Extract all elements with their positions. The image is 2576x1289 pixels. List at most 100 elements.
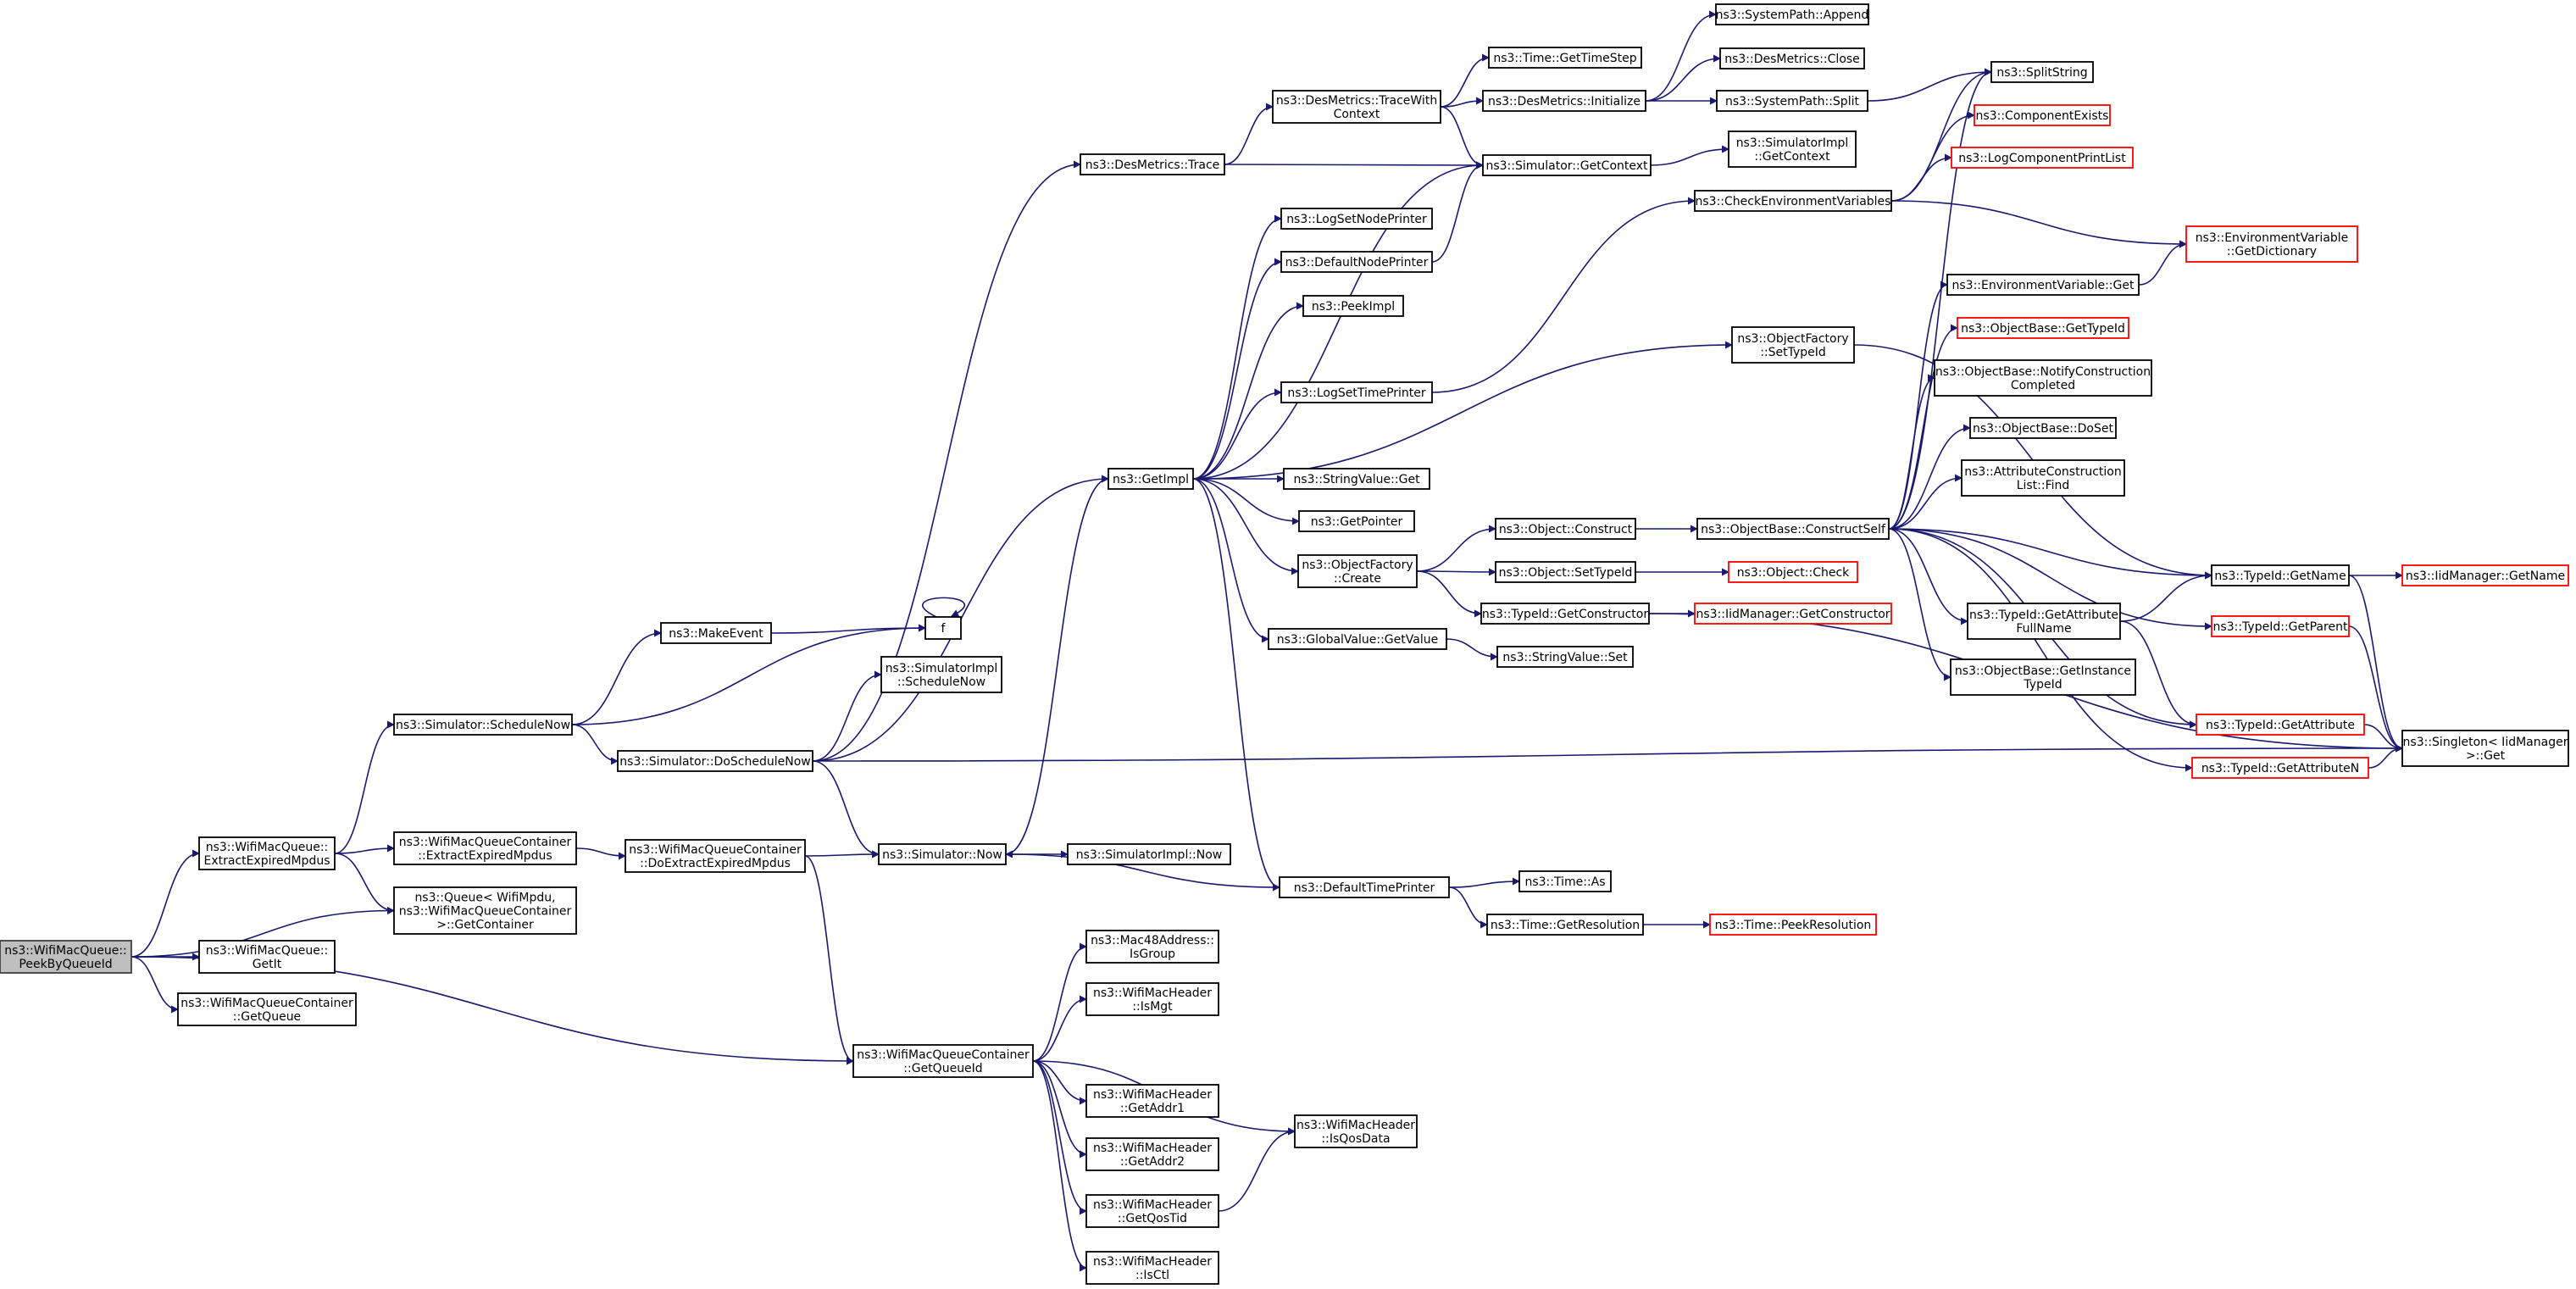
node-singleton-get[interactable]: ns3::Singleton< IidManager>::Get <box>2401 730 2569 767</box>
node-des-initialize[interactable]: ns3::DesMetrics::Initialize <box>1482 90 1646 112</box>
node-get-addr2[interactable]: ns3::WifiMacHeader::GetAddr2 <box>1085 1137 1219 1171</box>
edge-do-schedule-now-to-singleton-get <box>812 744 2403 762</box>
node-global-value-get-value[interactable]: ns3::GlobalValue::GetValue <box>1268 628 1447 650</box>
node-label: ::SetTypeId <box>1760 346 1826 359</box>
node-obj-factory-create[interactable]: ns3::ObjectFactory::Create <box>1297 554 1418 588</box>
node-box <box>2191 757 2369 779</box>
node-des-close[interactable]: ns3::DesMetrics::Close <box>1719 47 1865 69</box>
edge-do-extract-to-get-queue-id <box>804 855 854 1065</box>
node-label: ns3::GlobalValue::GetValue <box>1277 633 1438 647</box>
node-get-it[interactable]: ns3::WifiMacQueue::GetIt <box>198 940 336 974</box>
node-obj-base-notify[interactable]: ns3::ObjectBase::NotifyConstructionCompl… <box>1934 359 2152 397</box>
node-is-qos-data[interactable]: ns3::WifiMacHeader::IsQosData <box>1294 1114 1418 1148</box>
node-check-env-vars[interactable]: ns3::CheckEnvironmentVariables <box>1694 190 1892 212</box>
node-box <box>1298 510 1415 532</box>
node-get-pointer[interactable]: ns3::GetPointer <box>1298 510 1415 532</box>
node-is-group[interactable]: ns3::Mac48Address::IsGroup <box>1085 930 1219 964</box>
node-is-ctl[interactable]: ns3::WifiMacHeader::IsCtl <box>1085 1251 1219 1285</box>
node-log-set-node-printer[interactable]: ns3::LogSetNodePrinter <box>1280 208 1433 230</box>
node-peek-impl[interactable]: ns3::PeekImpl <box>1302 295 1404 317</box>
node-env-var-get-dictionary[interactable]: ns3::EnvironmentVariable::GetDictionary <box>2185 225 2358 263</box>
node-container-extract[interactable]: ns3::WifiMacQueueContainer::ExtractExpir… <box>393 831 577 865</box>
node-do-extract[interactable]: ns3::WifiMacQueueContainer::DoExtractExp… <box>625 839 806 873</box>
node-log-set-time-printer[interactable]: ns3::LogSetTimePrinter <box>1280 381 1433 403</box>
node-obj-base-construct-self[interactable]: ns3::ObjectBase::ConstructSelf <box>1696 518 1890 540</box>
node-peek[interactable]: ns3::WifiMacQueue::PeekByQueueId <box>0 940 132 974</box>
node-label: ns3::SplitString <box>1996 66 2087 80</box>
node-label: ns3::SimulatorImpl <box>886 662 998 675</box>
node-obj-factory-set-type-id[interactable]: ns3::ObjectFactory::SetTypeId <box>1731 326 1855 364</box>
node-env-var-get[interactable]: ns3::EnvironmentVariable::Get <box>1946 274 2140 296</box>
node-extract-expired[interactable]: ns3::WifiMacQueue::ExtractExpiredMpdus <box>198 836 336 870</box>
edge-schedule-now-to-do-schedule-now <box>571 724 619 765</box>
node-obj-base-do-set[interactable]: ns3::ObjectBase::DoSet <box>1969 417 2117 439</box>
node-des-trace[interactable]: ns3::DesMetrics::Trace <box>1080 153 1225 175</box>
node-schedule-now[interactable]: ns3::Simulator::ScheduleNow <box>393 714 573 736</box>
node-default-time-printer[interactable]: ns3::DefaultTimePrinter <box>1279 876 1450 898</box>
node-box <box>1283 468 1430 490</box>
node-make-event[interactable]: ns3::MakeEvent <box>660 622 772 644</box>
node-box <box>625 839 806 873</box>
node-box <box>2401 730 2569 767</box>
node-label: ::GetAddr1 <box>1120 1102 1185 1115</box>
node-time-peek-resolution[interactable]: ns3::Time::PeekResolution <box>1709 914 1877 936</box>
node-get-queue-id[interactable]: ns3::WifiMacQueueContainer::GetQueueId <box>852 1044 1034 1078</box>
node-sim-impl-schedule-now[interactable]: ns3::SimulatorImpl::ScheduleNow <box>880 656 1002 693</box>
node-sim-get-context[interactable]: ns3::Simulator::GetContext <box>1482 154 1652 176</box>
node-sys-path-append[interactable]: ns3::SystemPath::Append <box>1715 3 1869 25</box>
node-label: ::ScheduleNow <box>897 675 985 689</box>
node-string-value-get[interactable]: ns3::StringValue::Get <box>1283 468 1430 490</box>
node-queue-get-container[interactable]: ns3::Queue< WifiMpdu,ns3::WifiMacQueueCo… <box>393 886 577 935</box>
node-type-id-get-name[interactable]: ns3::TypeId::GetName <box>2211 564 2350 586</box>
node-time-get-time-step[interactable]: ns3::Time::GetTimeStep <box>1488 47 1642 69</box>
node-sim-impl-get-context[interactable]: ns3::SimulatorImpl::GetContext <box>1728 131 1857 168</box>
node-object-construct[interactable]: ns3::Object::Construct <box>1495 518 1636 540</box>
node-box <box>878 843 1007 865</box>
edge-f-to-f <box>922 597 966 618</box>
node-time-as[interactable]: ns3::Time::As <box>1518 870 1612 892</box>
node-box <box>1482 154 1652 176</box>
node-box <box>1716 90 1868 112</box>
node-sim-impl-now[interactable]: ns3::SimulatorImpl::Now <box>1067 843 1231 865</box>
node-component-exists[interactable]: ns3::ComponentExists <box>1974 104 2111 126</box>
node-type-id-get-parent[interactable]: ns3::TypeId::GetParent <box>2211 615 2350 637</box>
node-log-component-print-list[interactable]: ns3::LogComponentPrintList <box>1951 147 2134 169</box>
edge-get-impl-to-default-time-printer <box>1192 478 1280 892</box>
node-obj-base-get-type-id[interactable]: ns3::ObjectBase::GetTypeId <box>1957 317 2129 339</box>
node-f[interactable]: f <box>924 616 962 640</box>
node-sim-now[interactable]: ns3::Simulator::Now <box>878 843 1007 865</box>
node-string-value-set[interactable]: ns3::StringValue::Set <box>1496 646 1634 668</box>
node-default-node-printer[interactable]: ns3::DefaultNodePrinter <box>1280 251 1433 273</box>
edge-get-queue-id-to-is-group <box>1032 942 1087 1062</box>
node-type-id-get-attribute-n[interactable]: ns3::TypeId::GetAttributeN <box>2191 757 2369 779</box>
node-label: ::IsCtl <box>1135 1269 1169 1282</box>
node-get-qos-tid[interactable]: ns3::WifiMacHeader::GetQosTid <box>1085 1194 1219 1228</box>
edge-schedule-now-to-f <box>571 624 926 725</box>
node-split-string[interactable]: ns3::SplitString <box>1990 61 2094 83</box>
edge-default-time-printer-to-time-as <box>1448 877 1520 888</box>
node-object-check[interactable]: ns3::Object::Check <box>1728 561 1858 583</box>
node-type-id-get-constructor[interactable]: ns3::TypeId::GetConstructor <box>1480 603 1650 625</box>
node-container-get-queue[interactable]: ns3::WifiMacQueueContainer::GetQueue <box>177 992 357 1026</box>
node-is-mgt[interactable]: ns3::WifiMacHeader::IsMgt <box>1085 982 1219 1016</box>
edge-obj-factory-create-to-object-construct <box>1416 525 1496 572</box>
node-iid-get-constructor[interactable]: ns3::IidManager::GetConstructor <box>1694 603 1892 625</box>
node-label: ns3::WifiMacQueue:: <box>4 944 127 958</box>
node-time-get-resolution[interactable]: ns3::Time::GetResolution <box>1486 914 1644 936</box>
node-label: ns3::EnvironmentVariable::Get <box>1952 279 2135 292</box>
node-object-set-type-id[interactable]: ns3::Object::SetTypeId <box>1495 561 1636 583</box>
node-type-id-get-attribute[interactable]: ns3::TypeId::GetAttribute <box>2196 714 2365 736</box>
node-box <box>1085 1194 1219 1228</box>
node-label: ns3::AttributeConstruction <box>1964 465 2121 479</box>
node-iid-get-name[interactable]: ns3::IidManager::GetName <box>2401 564 2569 586</box>
node-get-impl[interactable]: ns3::GetImpl <box>1108 468 1194 490</box>
node-get-addr1[interactable]: ns3::WifiMacHeader::GetAddr1 <box>1085 1084 1219 1118</box>
edge-type-id-get-attr-full-name-to-type-id-get-attribute <box>2119 620 2197 729</box>
node-do-schedule-now[interactable]: ns3::Simulator::DoScheduleNow <box>617 750 813 772</box>
node-label: ns3::ObjectBase::NotifyConstruction <box>1935 365 2151 379</box>
node-sys-path-split[interactable]: ns3::SystemPath::Split <box>1716 90 1868 112</box>
